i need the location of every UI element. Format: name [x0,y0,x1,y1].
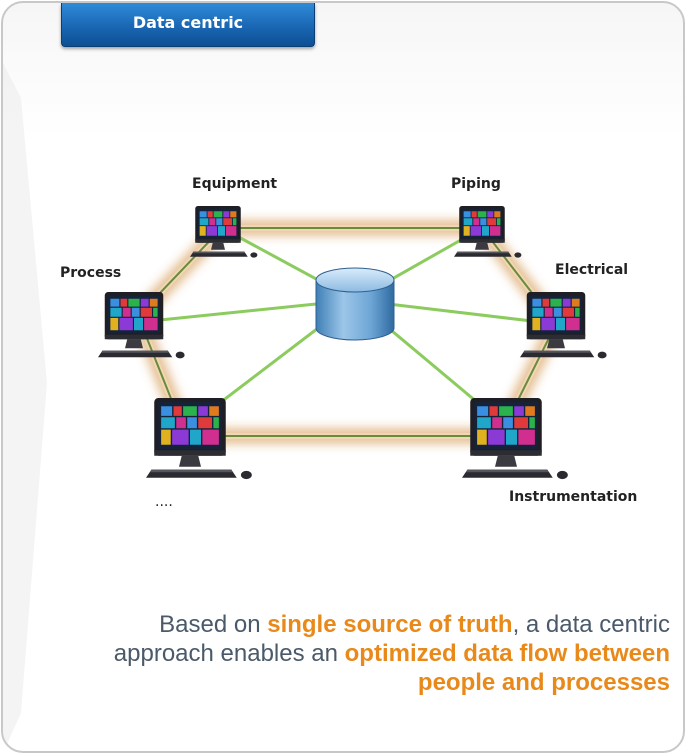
chevron-arrow-decoration [3,63,47,751]
header-tab: Data centric [61,3,315,47]
caption-highlight-single-source: single source of truth [267,611,513,638]
label-instrumentation: Instrumentation [509,489,638,505]
caption-highlight-optimized-flow: optimized data flow between people and p… [344,640,670,696]
label-equipment: Equipment [192,176,278,192]
label-process: Process [60,265,122,281]
instrumentation-computer-icon [462,398,568,480]
label-piping: Piping [451,176,501,192]
caption-text: Based on single source of truth, a data … [70,610,670,697]
label-electrical: Electrical [555,262,629,278]
piping-computer-icon [454,206,522,258]
caption-part1: Based on [159,611,268,638]
process-computer-icon [98,292,185,359]
caption-part2: , a data centric approach enables an [113,611,670,667]
label-more: .... [155,494,173,510]
database-cylinder-icon [315,267,395,341]
electrical-computer-icon [520,292,607,359]
